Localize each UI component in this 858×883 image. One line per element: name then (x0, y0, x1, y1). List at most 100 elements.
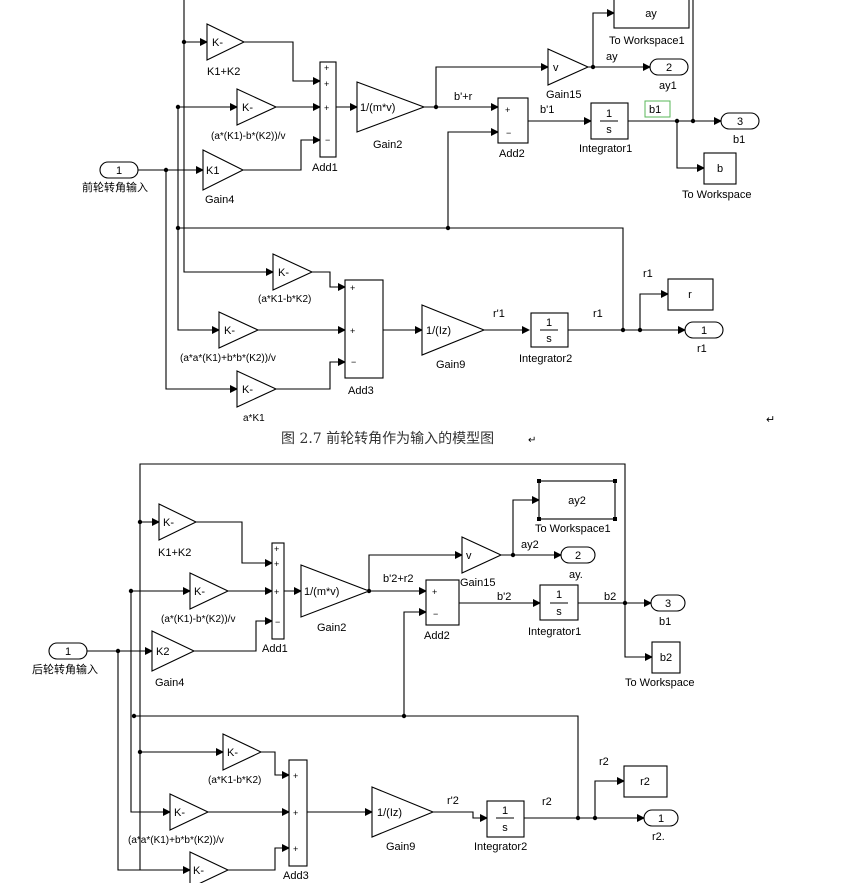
fig1-gain4[interactable]: K1 (202, 149, 245, 191)
fig1-integrator1[interactable]: 1 s (590, 102, 629, 140)
fig1-to-workspace[interactable]: b (703, 152, 737, 185)
fig1-outport-ay1[interactable]: 2 (649, 58, 689, 76)
fig2-gain-ab[interactable]: K- (189, 572, 230, 610)
fig2-gain-k5[interactable]: K- (189, 851, 230, 883)
fig1-gain15[interactable]: v (547, 48, 590, 86)
fig1-outport-r1[interactable]: 1 (684, 321, 724, 339)
fig1-add3[interactable]: + + − (344, 279, 384, 379)
fig2-integrator1-num: 1 (556, 589, 562, 601)
fig1-signal-ay: ay (606, 51, 618, 63)
fig1-gain-k5[interactable]: K- (236, 370, 278, 408)
fig2-signal-r2-a: r2 (542, 796, 552, 808)
fig1-gain4-text: K1 (206, 165, 219, 177)
fig1-gain2-text: 1/(m*v) (360, 102, 395, 114)
fig2-add1-label: Add1 (262, 643, 288, 655)
fig2-to-workspace-r2-text: r2 (640, 776, 650, 788)
fig2-to-workspace-r2[interactable]: r2 (623, 765, 668, 798)
fig2-outport-ay[interactable]: 2 (560, 546, 596, 564)
fig2-signal-r2-b: r2 (599, 756, 609, 768)
fig1-signal-b1-prime: b'1 (540, 104, 554, 116)
fig2-outport-r2[interactable]: 1 (643, 809, 679, 827)
fig2-to-workspace1[interactable]: ay2 (537, 479, 617, 521)
fig1-outport-r1-number: 1 (701, 325, 707, 337)
fig2-to-workspace-text: b2 (660, 652, 672, 664)
svg-text:−: − (275, 617, 280, 627)
fig1-outport-r1-label: r1 (697, 343, 707, 355)
fig2-signal-b2-r2: b'2+r2 (383, 573, 414, 585)
fig1-gain9[interactable]: 1/(Iz) (421, 304, 486, 356)
fig2-gain2[interactable]: 1/(m*v) (300, 564, 371, 618)
fig2-gain-k1k2[interactable]: K- (158, 503, 198, 541)
fig1-to-workspace-label: To Workspace (682, 189, 752, 201)
fig1-signal-r1-b: r1 (643, 268, 653, 280)
fig1-gain-k1k2[interactable]: K- (206, 23, 246, 61)
fig2-integrator1[interactable]: 1 s (539, 584, 579, 621)
fig2-inport[interactable]: 1 (48, 642, 88, 660)
fig1-integrator1-label: Integrator1 (579, 143, 632, 155)
fig1-inport-number: 1 (116, 165, 122, 177)
svg-text:+: + (350, 326, 355, 336)
fig2-signal-ay2: ay2 (521, 539, 539, 551)
fig1-inport[interactable]: 1 (99, 161, 139, 179)
fig2-gain-k3[interactable]: K- (222, 733, 263, 771)
fig2-outport-r2-number: 1 (658, 813, 664, 825)
svg-text:+: + (274, 559, 279, 569)
fig2-gain15-label: Gain15 (460, 577, 495, 589)
fig1-gain4-label: Gain4 (205, 194, 234, 206)
fig1-gain-k3[interactable]: K- (272, 253, 314, 291)
svg-text:+: + (324, 63, 329, 73)
svg-text:+: + (293, 808, 298, 818)
fig1-gain9-label: Gain9 (436, 359, 465, 371)
svg-text:+: + (293, 771, 298, 781)
fig2-outport-ay-label: ay. (569, 569, 583, 581)
fig2-to-workspace-label: To Workspace (625, 677, 695, 689)
fig2-signal-b2-prime: b'2 (497, 591, 511, 603)
fig1-outport-ay1-number: 2 (666, 62, 672, 74)
fig2-gain-k1k2-label: K1+K2 (158, 547, 191, 559)
fig2-outport-b1-label: b1 (659, 616, 671, 628)
fig2-to-workspace[interactable]: b2 (651, 641, 681, 674)
fig2-integrator1-label: Integrator1 (528, 626, 581, 638)
fig2-add1[interactable]: + + + − (271, 542, 285, 640)
fig1-add2[interactable]: + − (497, 97, 529, 144)
fig2-gain-k1k2-text: K- (163, 517, 174, 529)
fig1-to-workspace1[interactable]: ay (613, 0, 690, 29)
svg-text:+: + (293, 844, 298, 854)
fig2-gain-k4[interactable]: K- (169, 793, 210, 831)
fig1-to-workspace-r[interactable]: r (667, 278, 714, 311)
fig1-gain-k4-text: K- (224, 325, 235, 337)
fig1-gain-k4[interactable]: K- (218, 311, 260, 349)
fig2-add3[interactable]: + + + (288, 759, 308, 867)
fig2-integrator1-den: s (556, 606, 562, 618)
fig1-outport-b1[interactable]: 3 (720, 112, 760, 130)
fig1-add2-label: Add2 (499, 148, 525, 160)
svg-text:+: + (274, 544, 279, 554)
fig1-integrator2-label: Integrator2 (519, 353, 572, 365)
fig1-gain-k1k2-label: K1+K2 (207, 66, 240, 78)
fig1-gain-k1k2-text: K- (212, 37, 223, 49)
fig2-signal-r2-prime: r'2 (447, 795, 459, 807)
fig1-gain-k5-text: K- (242, 384, 253, 396)
fig2-add2[interactable]: + − (425, 579, 460, 626)
fig1-gain-k3-label: (a*K1-b*K2) (258, 294, 311, 305)
fig2-integrator2-num: 1 (502, 805, 508, 817)
fig1-integrator2[interactable]: 1 s (530, 312, 569, 348)
fig1-gain2[interactable]: 1/(m*v) (356, 81, 426, 133)
figure2-diagram: 1 后轮转角输入 K- K1+K2 K- (a*(K1)-b*(K2))/v K… (32, 463, 695, 883)
fig2-integrator2[interactable]: 1 s (486, 800, 525, 838)
fig1-add1-label: Add1 (312, 162, 338, 174)
fig1-add1[interactable]: + + + − (319, 61, 337, 158)
fig2-outport-b1[interactable]: 3 (650, 594, 686, 612)
fig1-integrator1-num: 1 (606, 108, 612, 120)
figure1-diagram: 1 前轮转角输入 K- K1+K2 K- (a*(K1)-b*(K2))/v K… (82, 0, 775, 426)
fig2-gain9[interactable]: 1/(Iz) (371, 786, 435, 838)
fig2-gain-ab-text: K- (194, 586, 205, 598)
fig1-gain15-label: Gain15 (546, 89, 581, 101)
fig2-add3-label: Add3 (283, 870, 309, 882)
fig2-gain15[interactable]: v (461, 536, 503, 574)
fig2-signal-b2: b2 (604, 591, 616, 603)
svg-text:−: − (433, 609, 438, 619)
svg-text:+: + (350, 283, 355, 293)
fig1-gain-ab[interactable]: K- (236, 88, 278, 126)
fig2-gain4[interactable]: K2 (151, 630, 196, 672)
